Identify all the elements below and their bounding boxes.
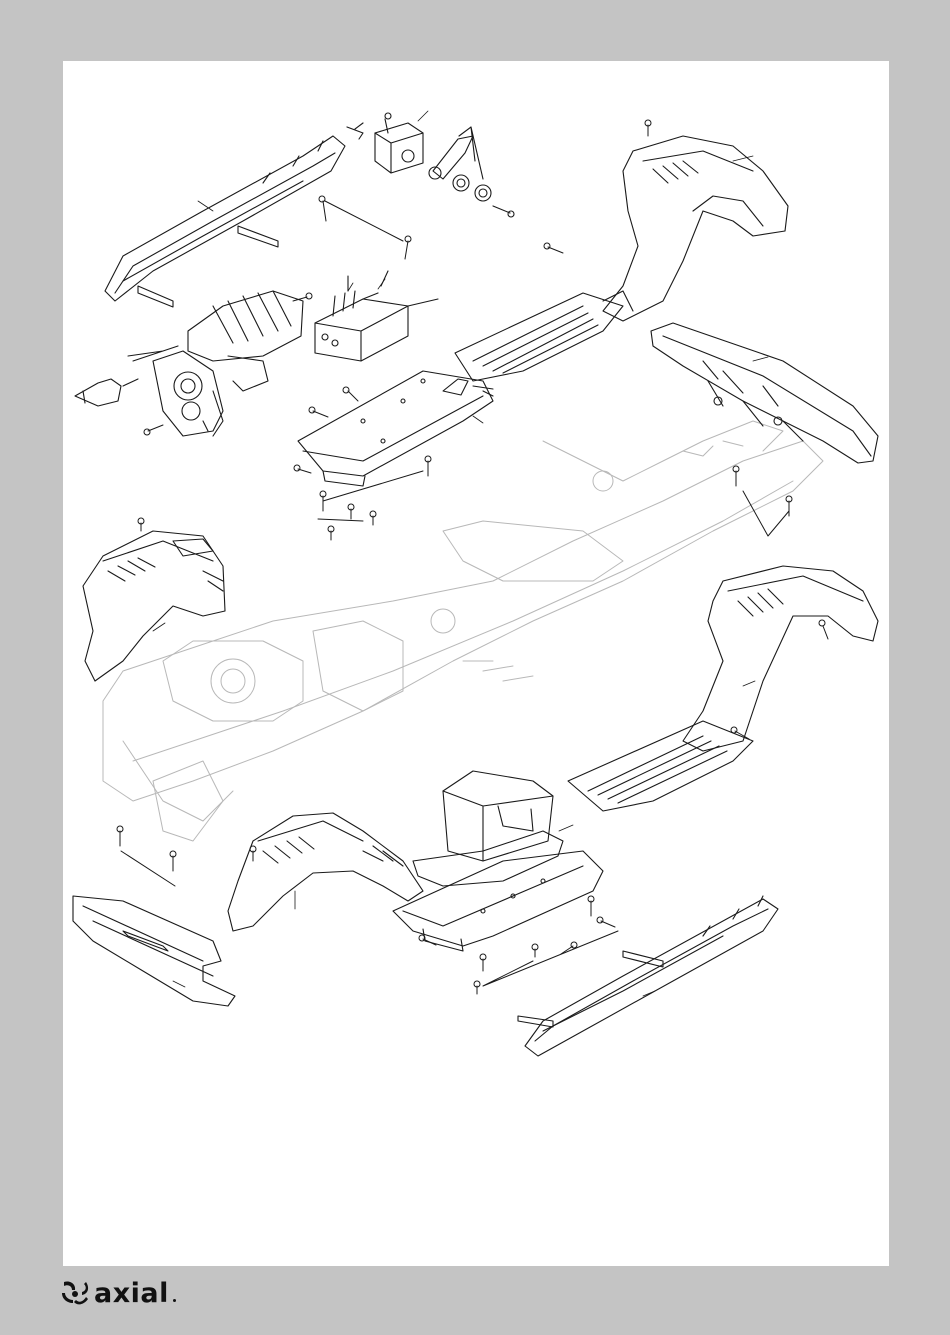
rear-inner-fender-left bbox=[568, 566, 878, 811]
steering-servo bbox=[347, 113, 423, 173]
screws bbox=[117, 120, 828, 994]
manual-page bbox=[63, 61, 889, 1266]
front-bumper bbox=[73, 896, 235, 1006]
right-rock-slider bbox=[518, 896, 778, 1056]
front-inner-fender-right bbox=[228, 813, 423, 931]
receiver-box bbox=[315, 271, 438, 361]
left-rock-slider-rear bbox=[105, 136, 345, 307]
rear-inner-fender-right bbox=[455, 136, 788, 381]
front-inner-fender-left bbox=[83, 531, 225, 681]
brand-wordmark: axial bbox=[94, 1280, 169, 1307]
footer-brand: axial bbox=[60, 1276, 176, 1310]
battery-tray-assembly bbox=[393, 771, 603, 951]
electronics-tray bbox=[298, 371, 493, 486]
brand-dot bbox=[173, 1299, 176, 1302]
axial-swirl-icon bbox=[60, 1279, 90, 1307]
transmission-motor-assembly bbox=[75, 291, 303, 436]
callout-leaders bbox=[153, 111, 768, 996]
exploded-assembly-diagram bbox=[63, 61, 889, 1266]
rear-bumper bbox=[651, 323, 878, 463]
servo-horn-and-saver bbox=[429, 127, 514, 217]
